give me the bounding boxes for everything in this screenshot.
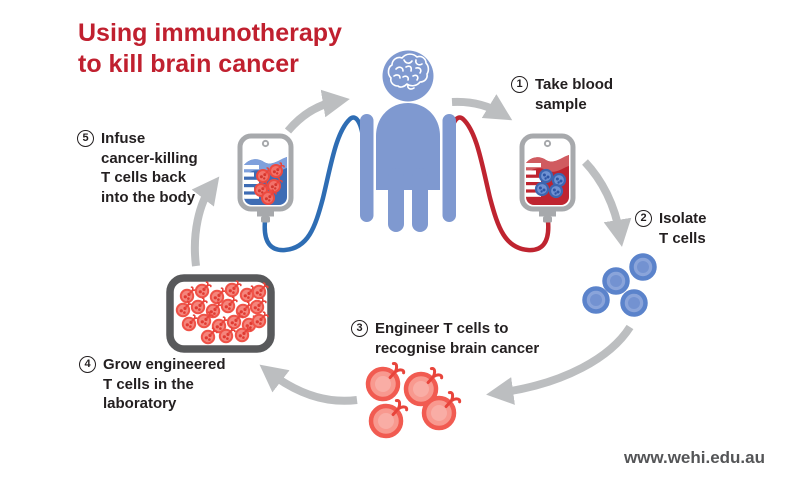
- title-line-2: to kill brain cancer: [78, 50, 299, 78]
- step-take-blood-sample: 1 Take blood sample: [511, 75, 613, 114]
- engineered-t-cell-icon: [371, 400, 407, 436]
- step-number-badge: 5: [77, 130, 94, 147]
- step-grow-t-cells: 4 Grow engineered T cells in the laborat…: [79, 355, 226, 414]
- cycle-arrow-bag-to-person: [284, 89, 350, 134]
- cycle-arrow-blood-to-isolate: [582, 159, 632, 247]
- step-label-line: Grow engineered: [103, 356, 226, 373]
- red-tube: [446, 115, 551, 253]
- website-url: www.wehi.edu.au: [623, 448, 765, 467]
- cycle-arrow-person-to-blood: [451, 94, 513, 121]
- step-label-line: cancer-killing: [101, 149, 198, 167]
- engineered-t-cells-group: [368, 363, 460, 436]
- page-title: Using immunotherapy to kill brain cancer: [78, 18, 342, 80]
- step-label-line: T cells: [659, 229, 706, 247]
- step-isolate-t-cells: 2 Isolate T cells: [635, 209, 707, 248]
- cycle-arrows: [190, 89, 634, 405]
- step-number-badge: 2: [635, 210, 652, 227]
- step-number-badge: 4: [79, 356, 96, 373]
- step-label-line: T cells in the: [103, 375, 194, 393]
- culture-flask-icon: [166, 274, 275, 353]
- step-label-line: sample: [535, 95, 587, 113]
- t-cells-group: [585, 256, 655, 315]
- step-engineer-t-cells: 3 Engineer T cells to recognise brain ca…: [351, 319, 539, 358]
- step-number-badge: 3: [351, 320, 368, 337]
- engineered-t-cell-icon: [368, 363, 404, 399]
- step-label-line: recognise brain cancer: [375, 339, 540, 357]
- brain-icon: [387, 53, 430, 90]
- step-label-line: Infuse: [101, 130, 146, 147]
- cycle-arrow-isolate-to-engineer: [486, 324, 634, 405]
- title-line-1: Using immunotherapy: [78, 19, 342, 47]
- t-cell-icon: [632, 256, 655, 279]
- person-figure: [360, 50, 456, 232]
- t-cell-icon: [623, 292, 646, 315]
- step-label-line: into the body: [101, 188, 196, 206]
- cycle-arrow-grow-to-infuse: [190, 176, 220, 267]
- step-label-line: Engineer T cells to: [375, 320, 509, 337]
- step-label-line: Isolate: [659, 210, 707, 227]
- step-number-badge: 1: [511, 76, 528, 93]
- blue-tube: [262, 115, 367, 253]
- step-label-line: laboratory: [103, 395, 177, 412]
- blood-bag-icon: [519, 133, 576, 223]
- t-cell-icon: [605, 270, 628, 293]
- infusion-bag-icon: [237, 133, 294, 223]
- t-cell-icon: [585, 289, 608, 312]
- cycle-arrow-engineer-to-grow: [259, 364, 358, 405]
- step-infuse-t-cells: 5 Infuse cancer-killing T cells back int…: [77, 129, 198, 207]
- step-label-line: Take blood: [535, 76, 614, 93]
- step-label-line: T cells back: [101, 169, 187, 186]
